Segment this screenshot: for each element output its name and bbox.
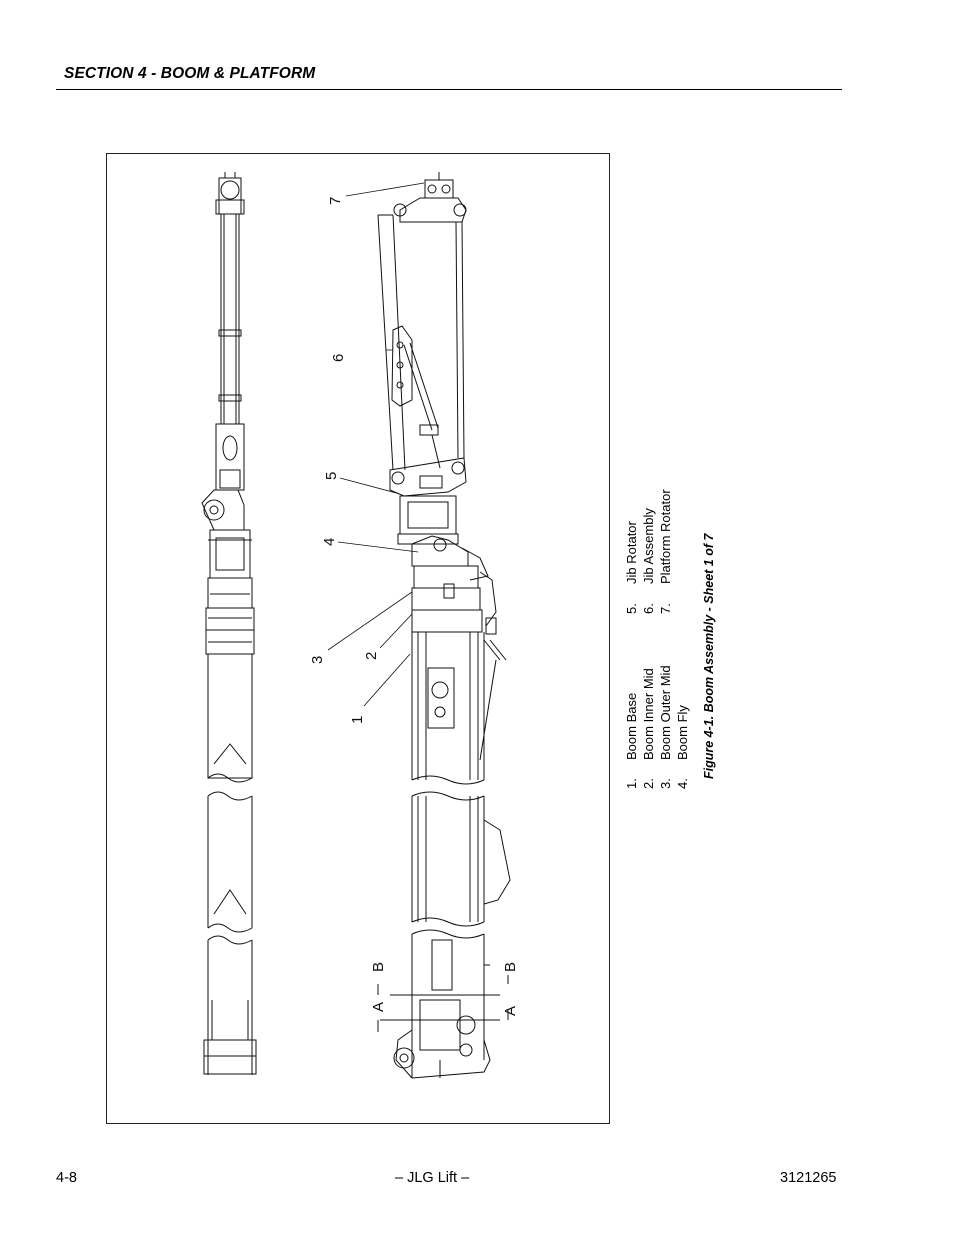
footer-doc-number: 3121265 [780, 1170, 837, 1186]
callout-7: 7 [327, 197, 344, 205]
legend-label-3: Boom Outer Mid [658, 665, 673, 760]
section-mark-a-left: A [370, 1002, 387, 1012]
section-mark-a-right: A [502, 1006, 519, 1016]
boom-top-view [201, 172, 257, 1075]
callout-leaders [327, 182, 425, 707]
footer-center: – JLG Lift – [395, 1170, 470, 1186]
legend-label-2: Boom Inner Mid [641, 668, 656, 760]
figure-frame [106, 153, 610, 1124]
callout-3: 3 [309, 656, 326, 664]
section-header-title: SECTION 4 - BOOM & PLATFORM [64, 65, 316, 82]
callout-6: 6 [330, 354, 347, 362]
legend-num-7: 7. [658, 603, 673, 614]
legend-num-4: 4. [675, 778, 690, 789]
figure-caption: Figure 4-1. Boom Assembly - Sheet 1 of 7 [702, 533, 716, 779]
callout-2: 2 [363, 652, 380, 660]
callout-4: 4 [321, 538, 338, 546]
header-rule [56, 89, 842, 90]
callout-1: 1 [349, 716, 366, 724]
section-lines [377, 964, 509, 1032]
boom-side-view [377, 172, 511, 1079]
footer-page-number: 4-8 [56, 1170, 77, 1186]
legend-label-4: Boom Fly [675, 705, 690, 760]
legend-num-1: 1. [624, 778, 639, 789]
legend-num-6: 6. [641, 603, 656, 614]
legend-label-1: Boom Base [624, 692, 639, 760]
legend-num-5: 5. [624, 603, 639, 614]
section-mark-b-right: B [502, 962, 519, 972]
legend-num-3: 3. [658, 778, 673, 789]
legend-label-6: Jib Assembly [641, 508, 656, 584]
legend-label-7: Platform Rotator [658, 489, 673, 584]
callout-5: 5 [323, 472, 340, 480]
legend-num-2: 2. [641, 778, 656, 789]
callout-labels: 7 6 5 4 3 2 1 A B A B [309, 197, 519, 1016]
section-mark-b-left: B [370, 962, 387, 972]
legend-label-5: Jib Rotator [624, 521, 639, 584]
